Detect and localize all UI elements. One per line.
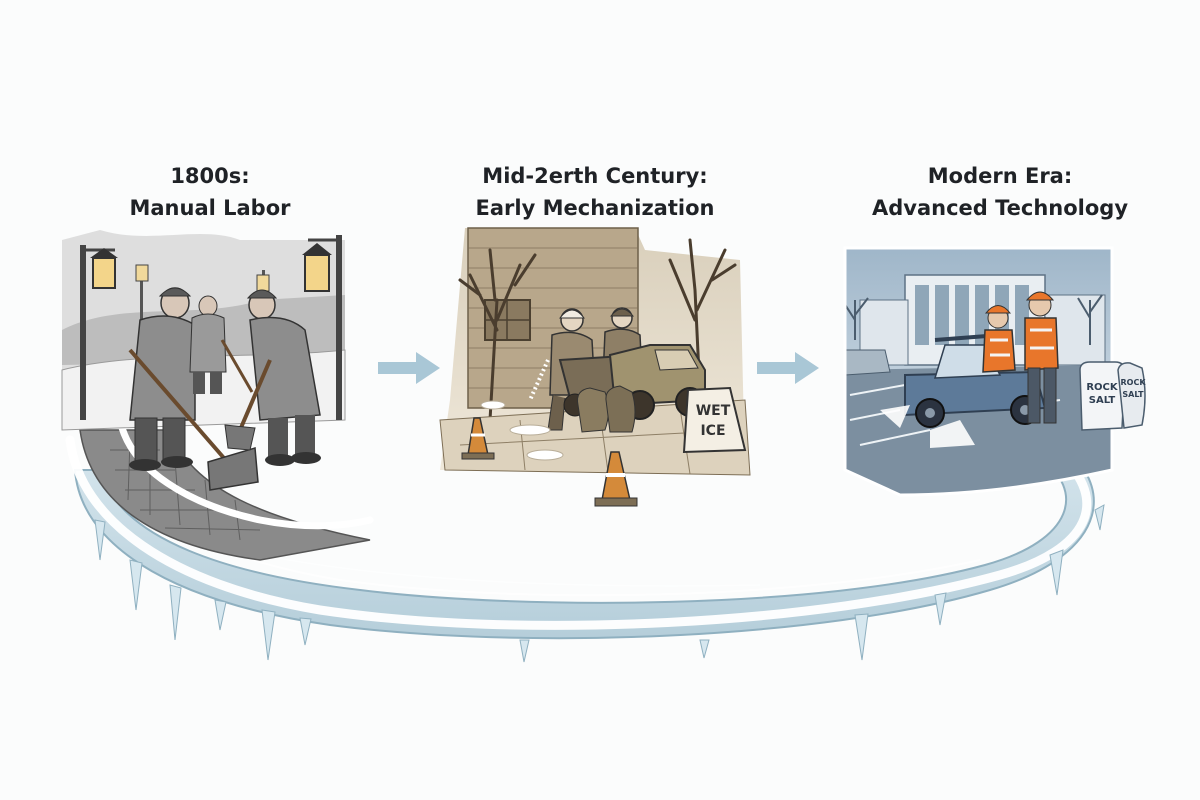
era-title-modern: Modern Era: Advanced Technology: [840, 160, 1160, 224]
era-title-mid-century: Mid-2erth Century: Early Mechanization: [435, 160, 755, 224]
salt-bag-icon: [577, 385, 636, 433]
worker-driver: [982, 305, 1016, 373]
bag-label-4: SALT: [1122, 390, 1144, 399]
scene-early-mechanization: WET ICE: [439, 227, 751, 507]
sign-line-1: WET: [696, 403, 731, 419]
lamp-post-icon: [80, 245, 118, 420]
worker-standing: [1024, 291, 1059, 424]
era-title-line1: Modern Era:: [927, 164, 1073, 188]
worker-right: [224, 289, 321, 466]
bag-label-3: ROCK: [1120, 378, 1146, 387]
era-title-line2: Manual Labor: [129, 196, 291, 220]
salt-bag-icon: ROCK SALT ROCK SALT: [1079, 361, 1146, 431]
era-title-1800s: 1800s: Manual Labor: [50, 160, 370, 224]
sign-line-2: ICE: [700, 423, 725, 439]
salt-piles: [480, 400, 564, 461]
traffic-cone-icon: [461, 417, 495, 460]
worker-left: [129, 287, 196, 471]
era-title-line2: Early Mechanization: [475, 196, 715, 220]
bag-label-2: SALT: [1089, 395, 1116, 406]
traffic-cone-icon: [594, 451, 638, 507]
scene-advanced-technology: ROCK SALT ROCK SALT: [843, 246, 1146, 497]
arrow-right-icon: [378, 352, 440, 384]
wet-ice-sign: WET ICE: [682, 386, 747, 454]
scene-manual-labor: [61, 230, 346, 491]
worker-back: [189, 295, 254, 394]
lamp-post-icon: [302, 235, 342, 420]
bare-tree: [458, 238, 737, 422]
bag-label-1: ROCK: [1086, 382, 1119, 393]
salt-spray: [880, 405, 975, 448]
era-title-line2: Advanced Technology: [871, 196, 1129, 220]
era-title-line1: Mid-2erth Century:: [482, 164, 708, 188]
shovel-icon: [128, 348, 259, 491]
era-title-line1: 1800s:: [170, 164, 250, 188]
arrow-right-icon: [757, 352, 819, 384]
